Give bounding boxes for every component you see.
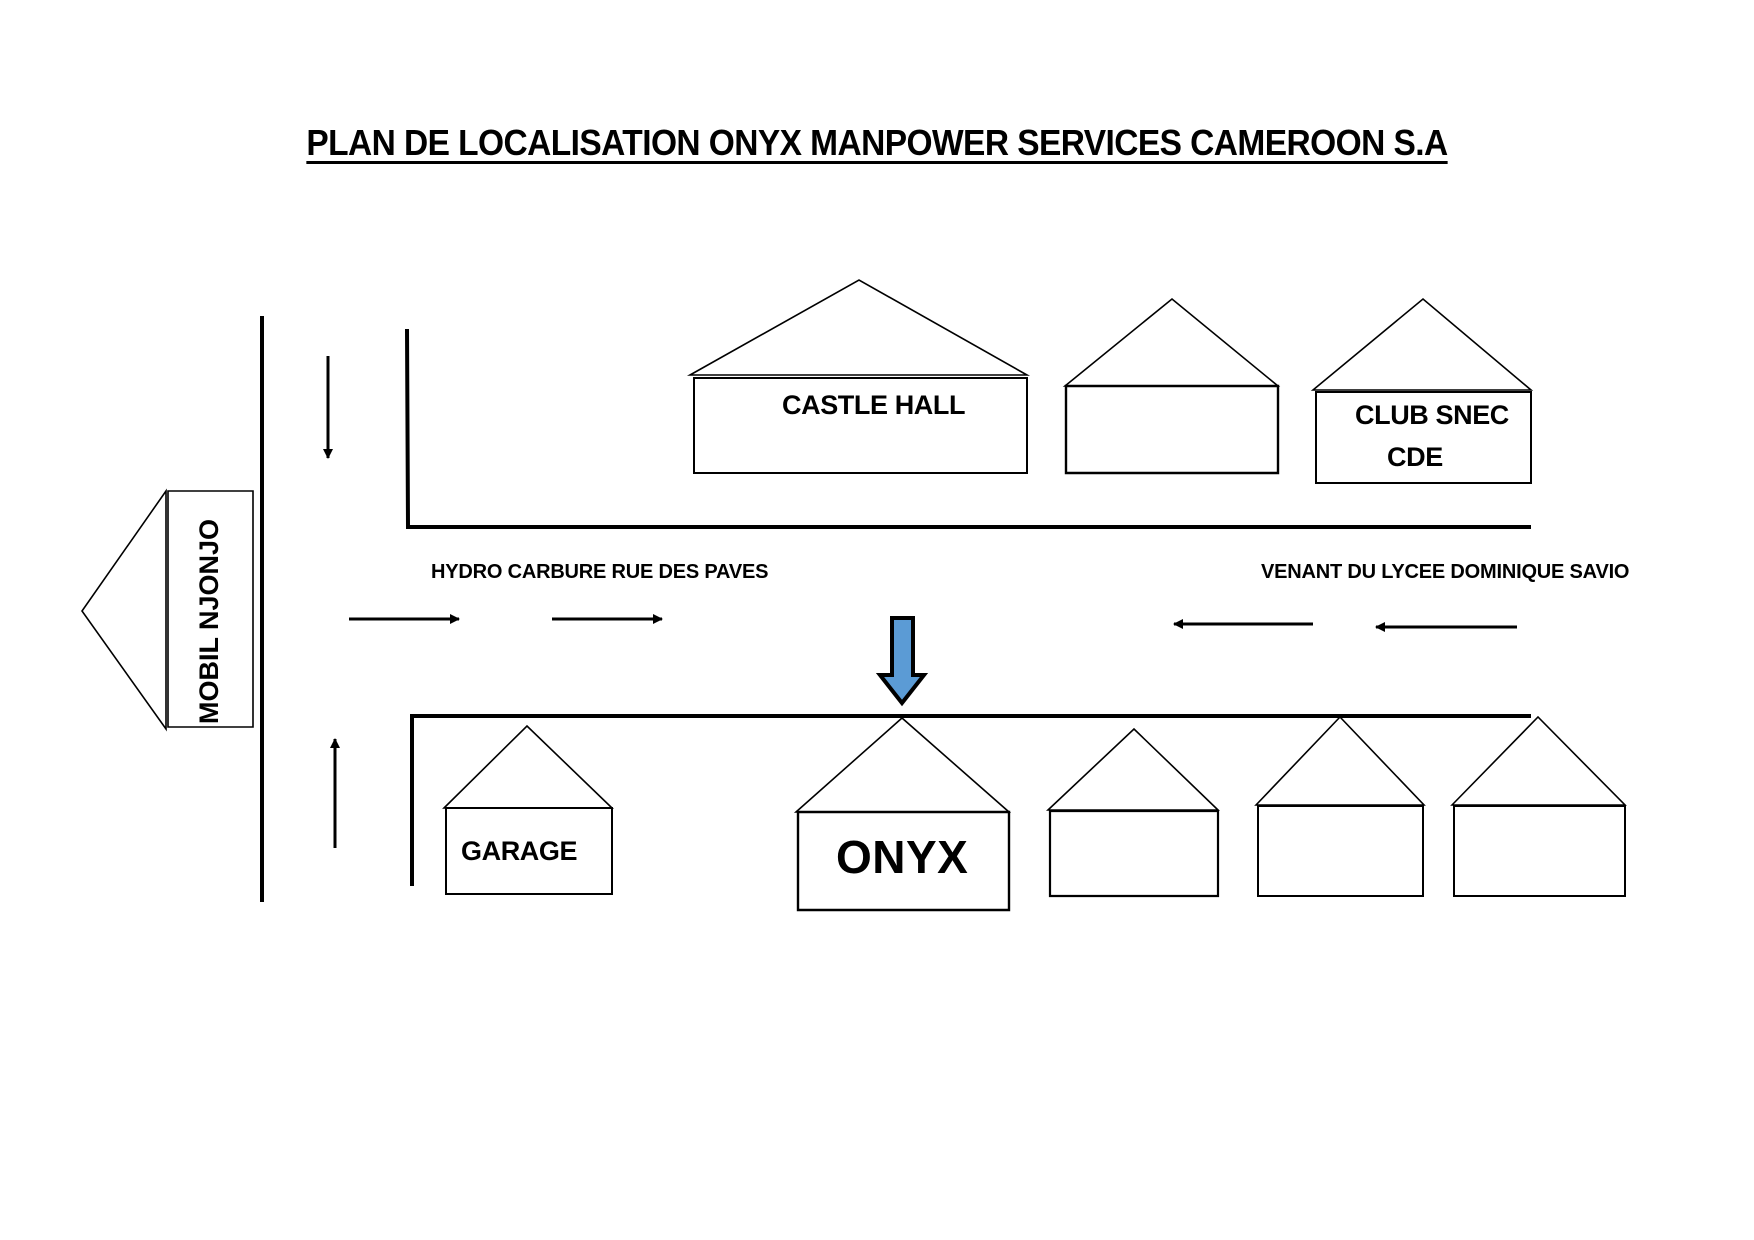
roof [82,491,166,729]
walls [1258,806,1423,896]
walls [694,378,1027,473]
walls [446,808,612,894]
roof [1452,717,1625,805]
building-onyx [796,718,1009,910]
destination-down-arrow-icon [880,618,924,703]
castle-hall-label: CASTLE HALL [782,390,966,420]
walls [1066,386,1278,473]
building-garage [444,726,612,894]
mobil-njonjo-label: MOBIL NJONJO [194,518,224,724]
building-mobil-njonjo [82,491,253,729]
traffic-arrows [323,356,1517,848]
walls [798,812,1009,910]
street-label-right: VENANT DU LYCEE DOMINIQUE SAVIO [1261,561,1630,583]
building-castle-hall [690,280,1027,473]
building-unnamed-bottom-3 [1452,717,1625,896]
roof [690,280,1027,375]
garage-label: GARAGE [461,836,578,866]
building-club-snec [1313,299,1531,483]
building-unnamed-bottom-1 [1048,729,1218,896]
walls [168,491,253,727]
building-unnamed-top [1065,299,1278,473]
side-road-top-edge [407,329,1531,527]
roof [444,726,612,808]
walls [1454,806,1625,896]
club-snec-label-line2: CDE [1387,442,1443,472]
map-title: PLAN DE LOCALISATION ONYX MANPOWER SERVI… [306,122,1448,163]
street-label-left: HYDRO CARBURE RUE DES PAVES [431,561,769,583]
side-road-bottom-edge [412,716,1531,886]
roof [796,718,1009,812]
roof [1048,729,1218,810]
walls [1316,392,1531,483]
walls [1050,811,1218,896]
onyx-label: ONYX [836,831,969,883]
roof [1065,299,1278,386]
roof [1313,299,1531,390]
roof [1256,717,1424,805]
club-snec-label: CLUB SNEC [1355,400,1509,430]
roads [262,316,1531,902]
building-unnamed-bottom-2 [1256,717,1424,896]
